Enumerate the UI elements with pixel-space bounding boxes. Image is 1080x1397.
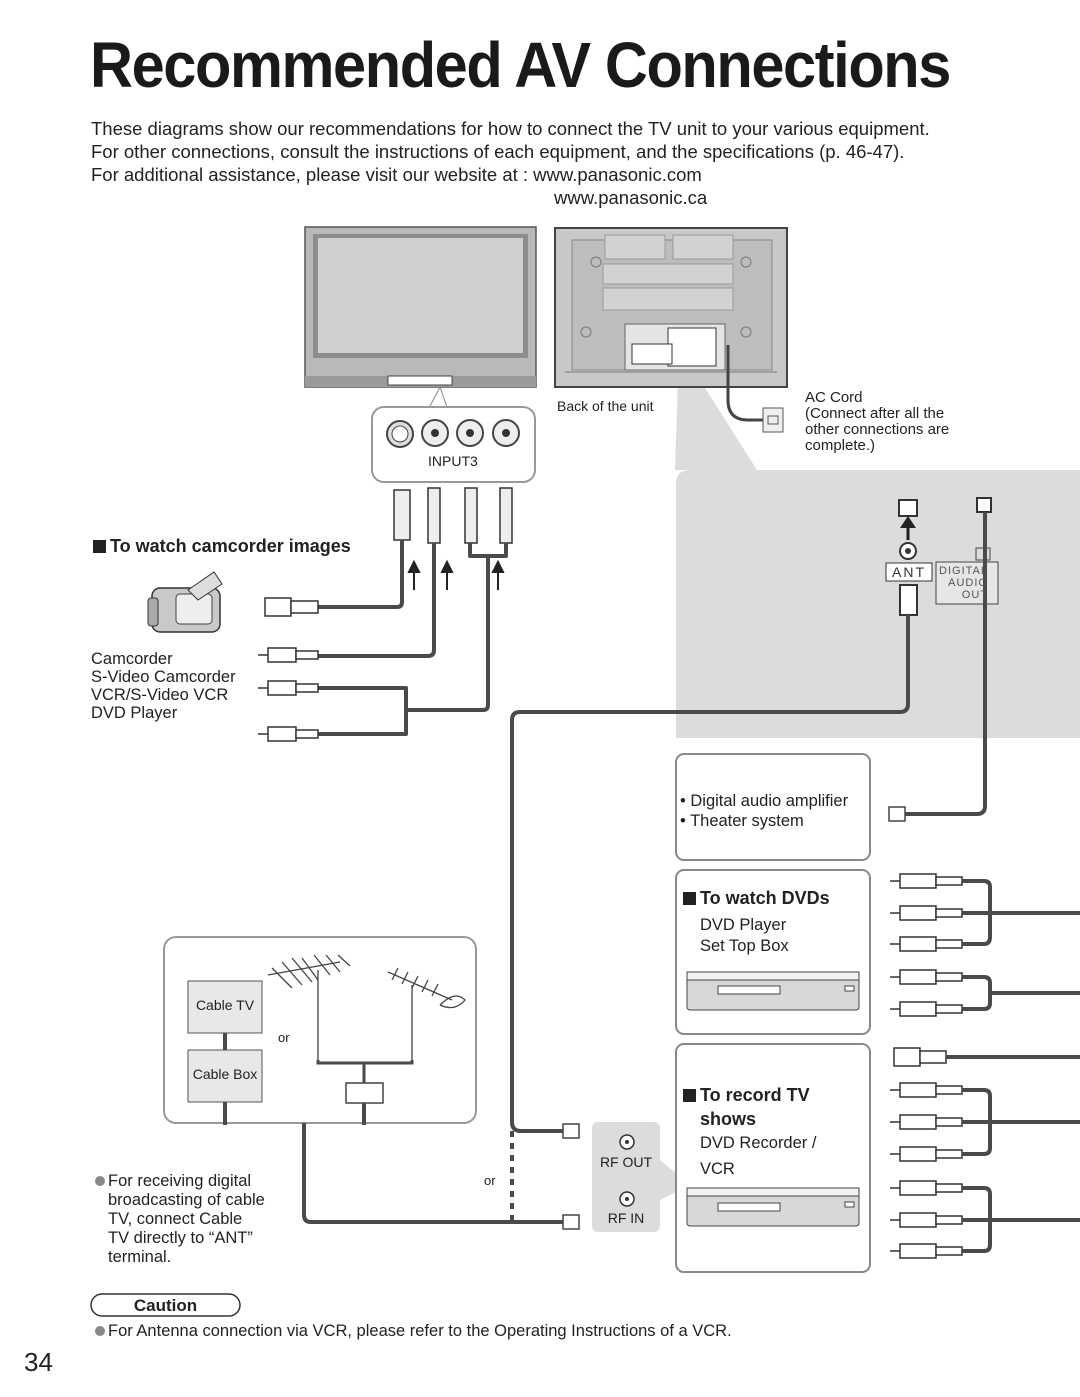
device-item: VCR/S-Video VCR	[91, 686, 229, 704]
digital-audio-out-label: DIGITAL AUDIO OUT	[938, 565, 988, 601]
camcorder-cables	[318, 540, 508, 736]
rf-in-label: RF IN	[607, 1210, 645, 1226]
terminal-panel	[676, 470, 1080, 738]
amplifier-item: • Theater system	[680, 812, 804, 830]
device-item: S-Video Camcorder	[91, 668, 236, 686]
record-heading-text: shows	[700, 1109, 757, 1129]
rf-or-label: or	[484, 1173, 496, 1188]
note-line: TV directly to “ANT”	[108, 1229, 253, 1247]
vcr-icon	[686, 1187, 860, 1227]
bullet-square-icon	[683, 892, 696, 905]
device-item: VCR	[700, 1160, 735, 1178]
cable-tv-label: Cable TV	[195, 997, 255, 1013]
amplifier-panel	[675, 753, 871, 861]
ac-cord-line: (Connect after all the	[805, 405, 945, 422]
camcorder-icon	[147, 571, 223, 633]
caution-badge-frame	[90, 1293, 241, 1317]
ant-label: ANT	[892, 564, 926, 580]
back-of-unit-label: Back of the unit	[557, 398, 654, 414]
note-line: terminal.	[108, 1248, 172, 1266]
ac-cord-line: complete.)	[805, 437, 876, 454]
dvd-device-list: DVD Player Set Top Box	[700, 916, 789, 955]
ac-cord-note: AC Cord (Connect after all the other con…	[805, 390, 949, 454]
bullet-square-icon	[683, 1089, 696, 1102]
digital-audio-line: DIGITAL	[939, 565, 988, 577]
camcorder-device-list: Camcorder S-Video Camcorder VCR/S-Video …	[91, 650, 236, 722]
ac-cord-line: other connections are	[805, 421, 950, 438]
input3-label: INPUT3	[428, 453, 478, 469]
cable-box-label: Cable Box	[192, 1066, 258, 1082]
rf-panel	[592, 1122, 660, 1232]
device-item: DVD Player	[700, 916, 787, 934]
dvd-heading: To watch DVDs	[683, 888, 830, 909]
device-item: Set Top Box	[700, 937, 789, 955]
note-line: TV, connect Cable	[108, 1210, 243, 1228]
intro-line-4: www.panasonic.ca	[554, 187, 708, 208]
device-item: DVD Recorder /	[700, 1134, 817, 1152]
zoom-wedge	[675, 380, 757, 470]
digital-cable-note: For receiving digital broadcasting of ca…	[108, 1172, 265, 1266]
digital-audio-line: AUDIO	[948, 577, 988, 589]
bullet-square-icon	[93, 540, 106, 553]
caution-note: For Antenna connection via VCR, please r…	[108, 1322, 732, 1340]
device-item: Camcorder	[91, 650, 173, 668]
rca-cables-right	[946, 879, 1080, 1253]
ac-cord-line: AC Cord	[805, 389, 863, 406]
amplifier-list: • Digital audio amplifier • Theater syst…	[680, 792, 848, 830]
page-number: 34	[24, 1347, 53, 1377]
intro-line-1: These diagrams show our recommendations …	[91, 118, 930, 139]
rf-out-label: RF OUT	[599, 1154, 653, 1170]
record-heading: To record TV shows	[683, 1083, 810, 1131]
record-heading-text: To record TV	[700, 1085, 810, 1105]
intro-line-3: For additional assistance, please visit …	[91, 164, 702, 185]
note-line: broadcasting of cable	[108, 1191, 265, 1209]
amplifier-item: • Digital audio amplifier	[680, 792, 849, 810]
caution-badge: Caution	[133, 1296, 198, 1315]
dvd-player-icon	[686, 971, 860, 1011]
tv-back	[554, 227, 788, 388]
antenna-or-label: or	[278, 1030, 290, 1045]
page-title: Recommended AV Connections	[90, 29, 951, 101]
note-line: For receiving digital	[108, 1172, 252, 1190]
intro-line-2: For other connections, consult the instr…	[91, 141, 905, 162]
device-item: DVD Player	[91, 704, 178, 722]
tv-front	[304, 226, 537, 411]
camcorder-heading: To watch camcorder images	[93, 536, 351, 557]
antenna-icon	[267, 954, 466, 1060]
camcorder-heading-text: To watch camcorder images	[110, 536, 351, 556]
ac-cord	[726, 345, 764, 422]
rca-plugs-right	[890, 873, 963, 1259]
input-plugs	[393, 487, 513, 544]
dvd-heading-text: To watch DVDs	[700, 888, 830, 908]
record-device-list: DVD Recorder / VCR	[700, 1134, 816, 1178]
digital-audio-line: OUT	[961, 589, 988, 601]
